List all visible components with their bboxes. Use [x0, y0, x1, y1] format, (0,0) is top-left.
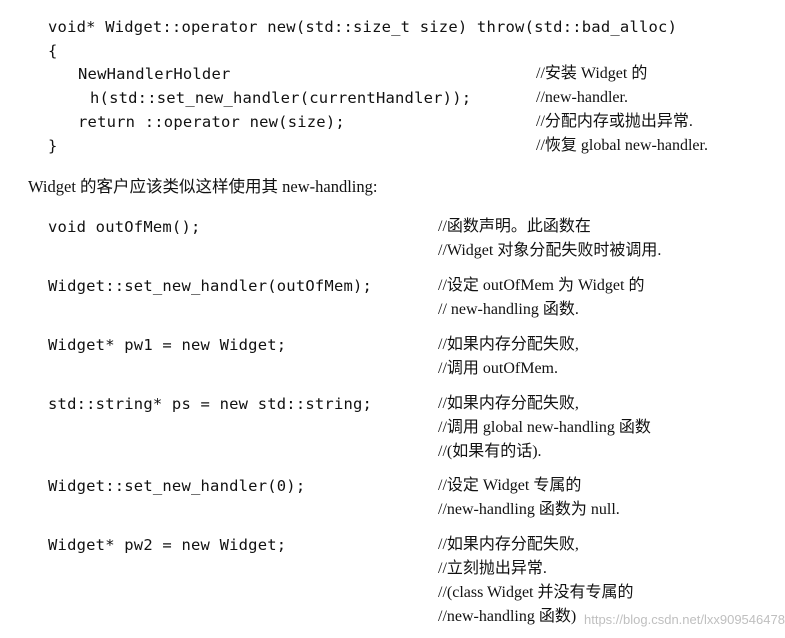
code-comment: //设定 Widget 专属的 — [438, 477, 582, 494]
code-comment: //new-handler. — [536, 89, 628, 106]
code-comment: //调用 outOfMem. — [438, 360, 558, 377]
code-comment: //Widget 对象分配失败时被调用. — [438, 242, 662, 259]
intro-paragraph: Widget 的客户应该类似这样使用其 new-handling: — [28, 177, 378, 196]
code-line: Widget* pw2 = new Widget; — [48, 536, 287, 554]
code-comment: //new-handling 函数为 null. — [438, 501, 620, 518]
code-comment: //安装 Widget 的 — [536, 65, 648, 82]
watermark-url: https://blog.csdn.net/lxx909546478 — [584, 612, 785, 627]
code-comment: //调用 global new-handling 函数 — [438, 419, 651, 436]
code-comment: //分配内存或抛出异常. — [536, 113, 693, 130]
code-line: void* Widget::operator new(std::size_t s… — [48, 18, 678, 36]
code-line: void outOfMem(); — [48, 218, 201, 236]
code-comment: //立刻抛出异常. — [438, 560, 547, 577]
code-line: NewHandlerHolder — [78, 65, 231, 83]
code-comment: //如果内存分配失败, — [438, 395, 579, 412]
code-comment: //设定 outOfMem 为 Widget 的 — [438, 277, 645, 294]
code-comment: //new-handling 函数) — [438, 608, 577, 625]
code-comment: //函数声明。此函数在 — [438, 218, 591, 235]
code-line: Widget::set_new_handler(outOfMem); — [48, 277, 373, 295]
code-comment: // new-handling 函数. — [438, 301, 579, 318]
code-line: return ::operator new(size); — [78, 113, 345, 131]
code-line: { — [48, 42, 58, 60]
code-line: std::string* ps = new std::string; — [48, 395, 373, 413]
code-line: } — [48, 137, 58, 155]
code-comment: //(如果有的话). — [438, 443, 542, 460]
code-comment: //恢复 global new-handler. — [536, 137, 708, 154]
code-line: Widget* pw1 = new Widget; — [48, 336, 287, 354]
code-line: h(std::set_new_handler(currentHandler)); — [90, 89, 472, 107]
code-comment: //如果内存分配失败, — [438, 336, 579, 353]
code-line: Widget::set_new_handler(0); — [48, 477, 306, 495]
code-comment: //(class Widget 并没有专属的 — [438, 584, 634, 601]
code-comment: //如果内存分配失败, — [438, 536, 579, 553]
